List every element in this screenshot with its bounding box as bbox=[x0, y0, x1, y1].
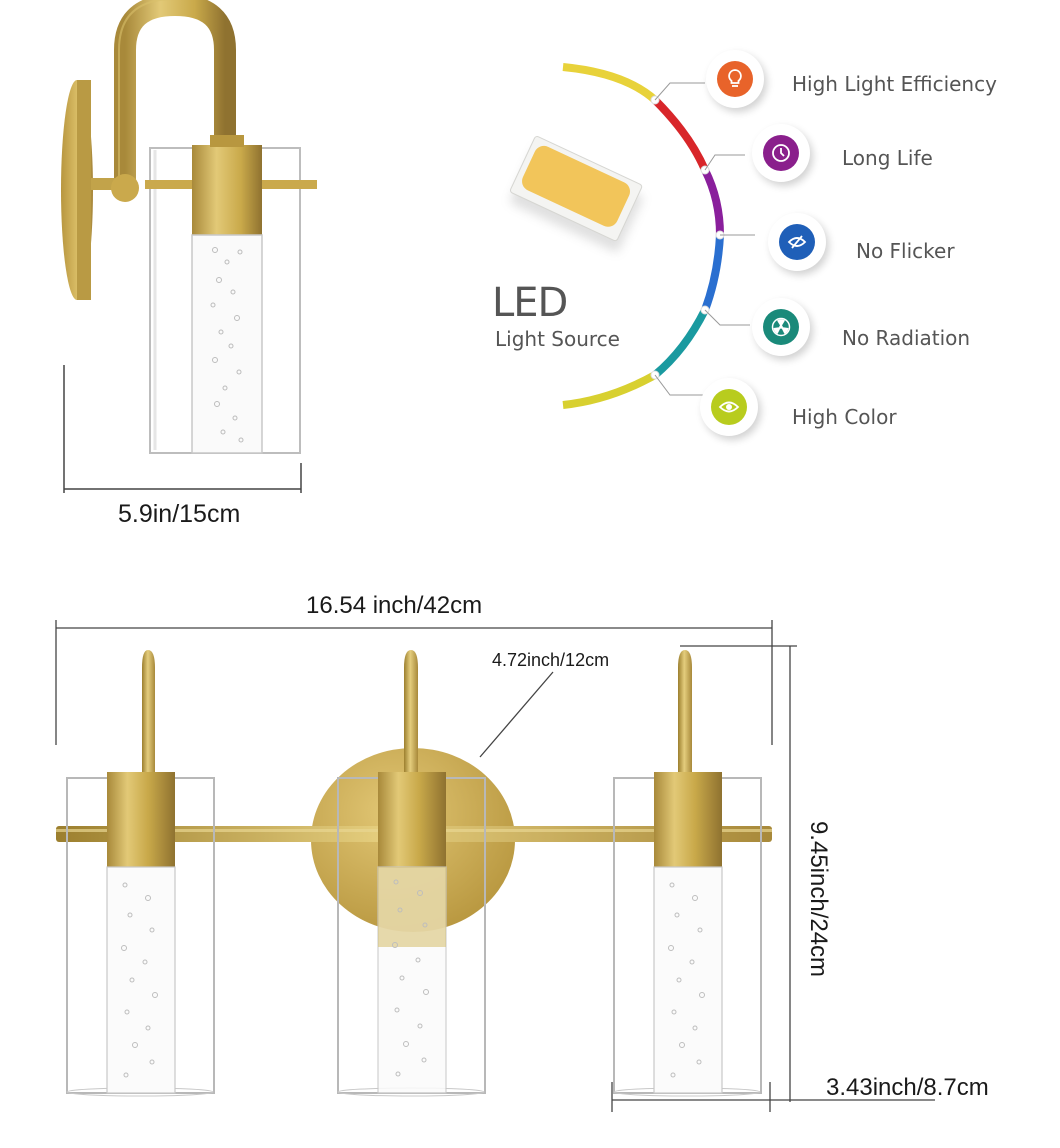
sconce-drawing bbox=[61, 0, 317, 454]
feature-label-high-color: High Color bbox=[792, 405, 897, 429]
single-width-label: 5.9in/15cm bbox=[118, 500, 241, 528]
rainbow-arc bbox=[555, 55, 795, 425]
lightbulb-icon bbox=[717, 61, 753, 97]
lamp-right bbox=[613, 650, 762, 1097]
eye-icon bbox=[711, 389, 747, 425]
led-title: LED bbox=[492, 280, 568, 326]
feature-label-no-flicker: No Flicker bbox=[856, 239, 955, 263]
single-width-dimension-line bbox=[63, 365, 303, 495]
feature-icon-disc-long-life bbox=[752, 124, 810, 182]
feature-label-efficiency: High Light Efficiency bbox=[792, 72, 997, 96]
triple-fixture-illustration bbox=[0, 600, 1060, 1148]
led-subtitle: Light Source bbox=[495, 327, 620, 351]
shade-width-label: 3.43inch/8.7cm bbox=[826, 1074, 989, 1101]
clock-icon bbox=[763, 135, 799, 171]
single-sconce-illustration bbox=[55, 0, 325, 480]
feature-label-long-life: Long Life bbox=[842, 146, 933, 170]
backplate-diameter-label: 4.72inch/12cm bbox=[492, 650, 610, 670]
led-chip-illustration bbox=[495, 118, 655, 278]
feature-icon-disc-no-flicker bbox=[768, 213, 826, 271]
radiation-icon bbox=[763, 309, 799, 345]
feature-label-no-radiation: No Radiation bbox=[842, 326, 971, 350]
feature-icon-disc-high-color bbox=[700, 378, 758, 436]
lamp-center bbox=[337, 650, 486, 1097]
feature-icon-disc-efficiency bbox=[706, 50, 764, 108]
total-width-label: 16.54 inch/42cm bbox=[306, 592, 483, 619]
lamp-left bbox=[66, 650, 215, 1097]
no-flicker-icon bbox=[779, 224, 815, 260]
feature-icon-disc-no-radiation bbox=[752, 298, 810, 356]
